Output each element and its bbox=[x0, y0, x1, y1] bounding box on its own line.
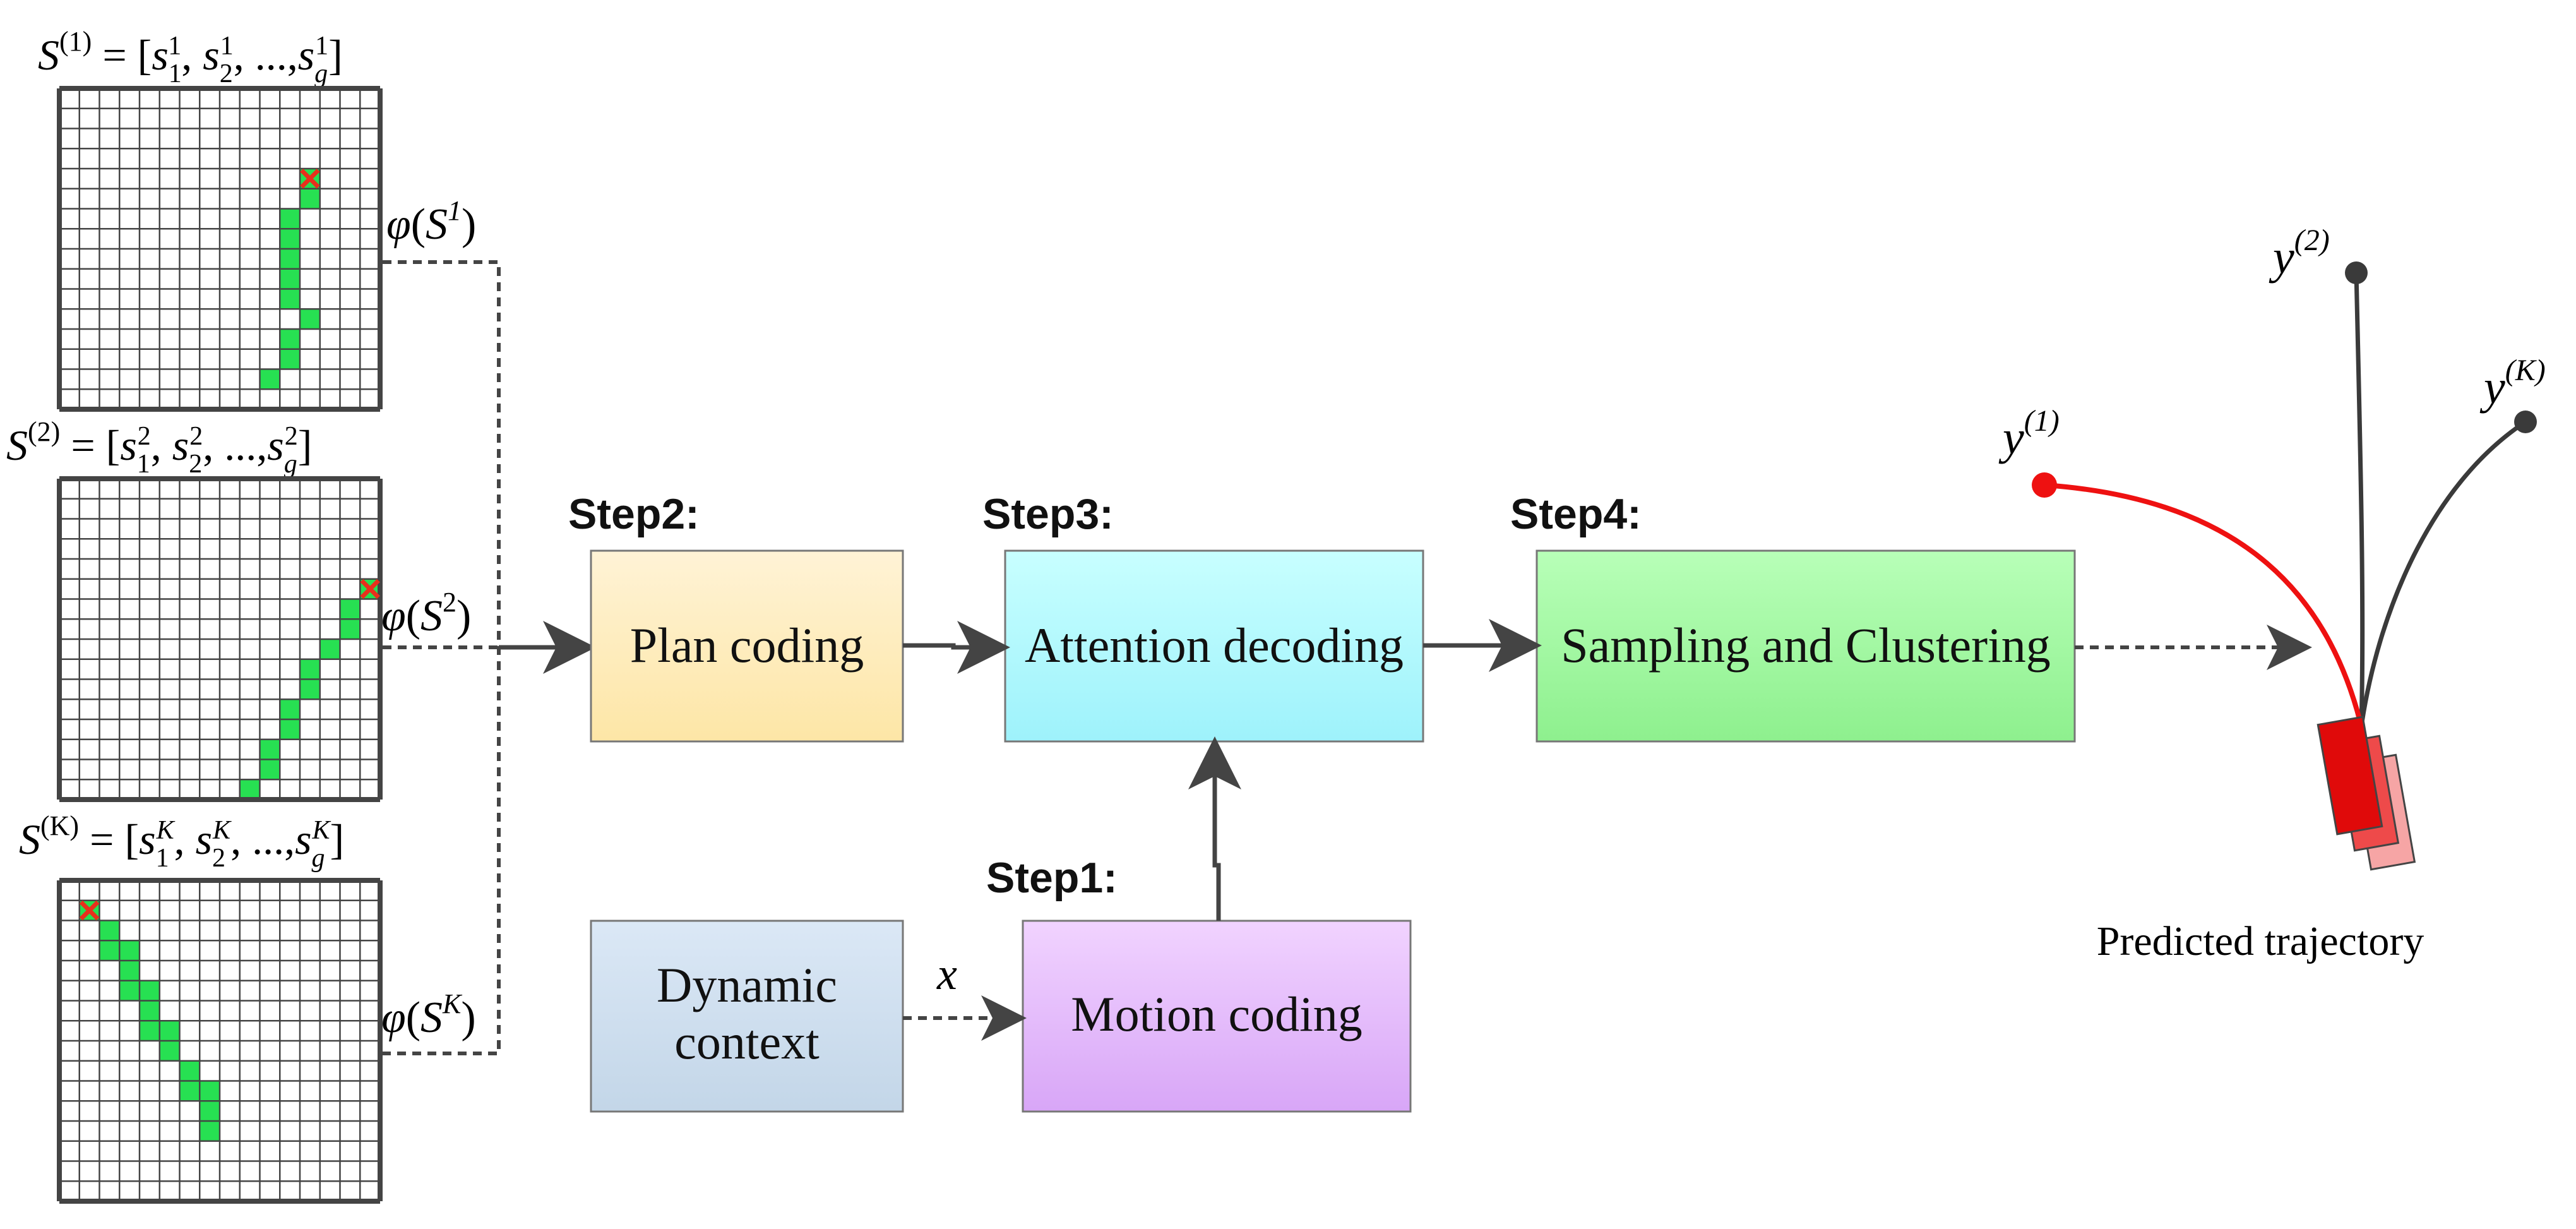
trajectory-y2-endpoint bbox=[2345, 261, 2368, 284]
x-label: x bbox=[936, 949, 957, 999]
grid-path-cell bbox=[259, 759, 280, 780]
grid-path-cell bbox=[119, 940, 140, 961]
dynamic-context-line1: Dynamic bbox=[657, 957, 837, 1012]
arrow-plan-to-attention bbox=[903, 621, 1010, 674]
phi-label-k: φ(SK) bbox=[381, 988, 476, 1042]
attention-decoding-box: Attention decoding bbox=[1004, 549, 1424, 743]
step4-label: Step4: bbox=[1510, 490, 1642, 538]
step2-label: Step2: bbox=[568, 490, 700, 538]
grid-2-label: S(2) = [s12, s22, ...,sg2] bbox=[6, 416, 312, 479]
trajectory-illustration: y(1) y(2) y(K) Predicted trajectory bbox=[1998, 224, 2546, 964]
step1-label: Step1: bbox=[986, 854, 1118, 902]
goal-marker-icon bbox=[79, 900, 100, 921]
trajectory-y1-line bbox=[2044, 483, 2364, 727]
grid-connectors bbox=[383, 260, 501, 1055]
grid-path-cell bbox=[319, 639, 340, 659]
grid-path-cell bbox=[280, 229, 300, 249]
predicted-trajectory-caption: Predicted trajectory bbox=[2097, 918, 2424, 964]
plan-coding-label: Plan coding bbox=[630, 618, 864, 673]
grid-1-label: S(1) = [s11, s21, ...,sg1] bbox=[38, 26, 343, 88]
grid-path-cell bbox=[140, 1021, 160, 1041]
trajectory-yK-line bbox=[2359, 420, 2527, 727]
grid-path-cell bbox=[280, 268, 300, 289]
sampling-clustering-label: Sampling and Clustering bbox=[1561, 618, 2051, 673]
grid-path-cell bbox=[280, 719, 300, 740]
grid-path-cell bbox=[239, 779, 260, 800]
grid-path-cell bbox=[99, 920, 120, 941]
grid-1-cells bbox=[57, 86, 383, 412]
grid-path-cell bbox=[259, 369, 280, 390]
trajectory-y2-line bbox=[2354, 272, 2365, 727]
trajectory-y2-label: y(2) bbox=[2269, 224, 2330, 284]
grid-path-cell bbox=[280, 249, 300, 269]
goal-marker-icon bbox=[300, 169, 320, 189]
grid-path-cell bbox=[280, 349, 300, 369]
grid-path-cell bbox=[119, 980, 140, 1001]
plan-coding-box: Plan coding bbox=[590, 549, 904, 743]
trajectory-y1-label: y(1) bbox=[1998, 404, 2060, 464]
grid-path-cell bbox=[200, 1101, 220, 1121]
grid-path-cell bbox=[140, 1000, 160, 1021]
phi-label-2: φ(S2) bbox=[381, 587, 471, 640]
grid-path-cell bbox=[280, 208, 300, 229]
goal-marker-icon bbox=[360, 579, 380, 599]
plan-grid-1: S(1) = [s11, s21, ...,sg1] bbox=[38, 26, 383, 412]
grid-path-cell bbox=[159, 1021, 180, 1041]
grid-path-cell bbox=[179, 1060, 200, 1081]
vehicle-icon bbox=[2317, 716, 2416, 871]
motion-coding-box: Motion coding bbox=[1022, 920, 1412, 1113]
sampling-clustering-box: Sampling and Clustering bbox=[1535, 549, 2076, 743]
grid-path-cell bbox=[300, 679, 320, 700]
grid-path-cell bbox=[140, 980, 160, 1001]
grid-path-cell bbox=[300, 188, 320, 209]
motion-coding-label: Motion coding bbox=[1071, 986, 1363, 1041]
grid-path-cell bbox=[259, 739, 280, 760]
plan-grid-2: S(2) = [s12, s22, ...,sg2] bbox=[6, 416, 383, 802]
arrow-motion-to-attention bbox=[1188, 736, 1241, 921]
dynamic-context-box: Dynamic context bbox=[590, 920, 904, 1113]
dynamic-context-line2: context bbox=[674, 1014, 820, 1069]
plan-grid-k: S(K) = [s1K, s2K, ...,sgK] bbox=[19, 810, 383, 1204]
grid-path-cell bbox=[200, 1081, 220, 1101]
grid-path-cell bbox=[99, 940, 120, 961]
grid-k-cells bbox=[57, 878, 383, 1204]
grid-2-cells bbox=[57, 476, 383, 802]
grid-k-label: S(K) = [s1K, s2K, ...,sgK] bbox=[19, 810, 344, 873]
grid-path-cell bbox=[280, 289, 300, 309]
grid-path-cell bbox=[340, 599, 361, 620]
grid-path-cell bbox=[300, 309, 320, 329]
trajectory-y1-endpoint bbox=[2032, 472, 2057, 498]
grid-path-cell bbox=[159, 1041, 180, 1061]
grid-path-cell bbox=[200, 1121, 220, 1141]
grid-path-cell bbox=[119, 961, 140, 981]
attention-decoding-label: Attention decoding bbox=[1025, 618, 1404, 673]
grid-path-cell bbox=[300, 659, 320, 680]
trajectory-yK-endpoint bbox=[2514, 411, 2537, 433]
phi-label-1: φ(S1) bbox=[386, 195, 476, 249]
grid-path-cell bbox=[280, 699, 300, 719]
step3-label: Step3: bbox=[982, 490, 1114, 538]
grid-path-cell bbox=[280, 329, 300, 349]
grid-path-cell bbox=[340, 619, 361, 639]
grid-path-cell bbox=[179, 1081, 200, 1101]
trajectory-yK-label: y(K) bbox=[2479, 354, 2546, 414]
